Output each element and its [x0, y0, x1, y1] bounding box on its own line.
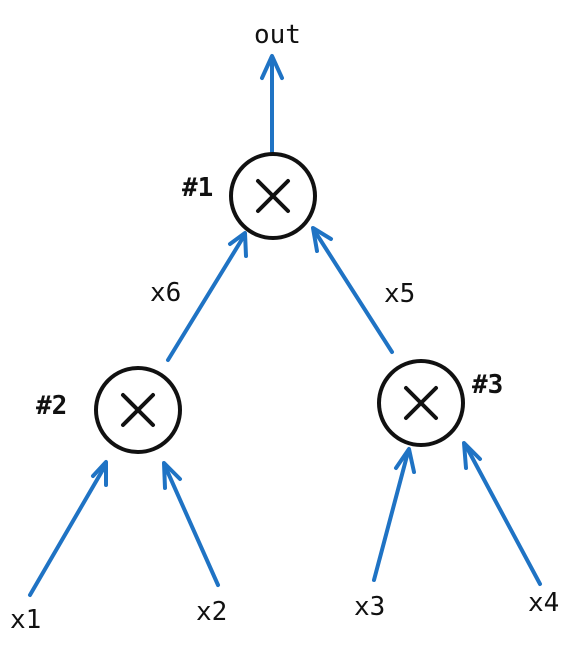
node-n3	[377, 359, 465, 447]
node-label-n1: #1	[182, 173, 213, 203]
edge-x3-to-n3	[372, 447, 416, 582]
edge-n1-to-out	[260, 54, 284, 156]
edge-x1-to-n2	[28, 460, 108, 597]
input-label-x2: x2	[196, 597, 227, 627]
edge-label-x6: x6	[150, 278, 181, 308]
edge-x2-to-n2	[162, 461, 220, 587]
edge-n2-to-n1	[166, 231, 248, 362]
node-label-n2: #2	[36, 391, 67, 421]
node-label-n3: #3	[472, 370, 503, 400]
input-label-x4: x4	[528, 588, 559, 618]
input-label-x1: x1	[10, 605, 41, 635]
output-label: out	[254, 20, 301, 50]
edge-n3-to-n1	[311, 226, 394, 354]
node-n2	[94, 366, 182, 454]
edge-label-x5: x5	[384, 279, 415, 309]
node-n1	[229, 152, 317, 240]
edge-x4-to-n3	[462, 441, 542, 586]
input-label-x3: x3	[354, 592, 385, 622]
